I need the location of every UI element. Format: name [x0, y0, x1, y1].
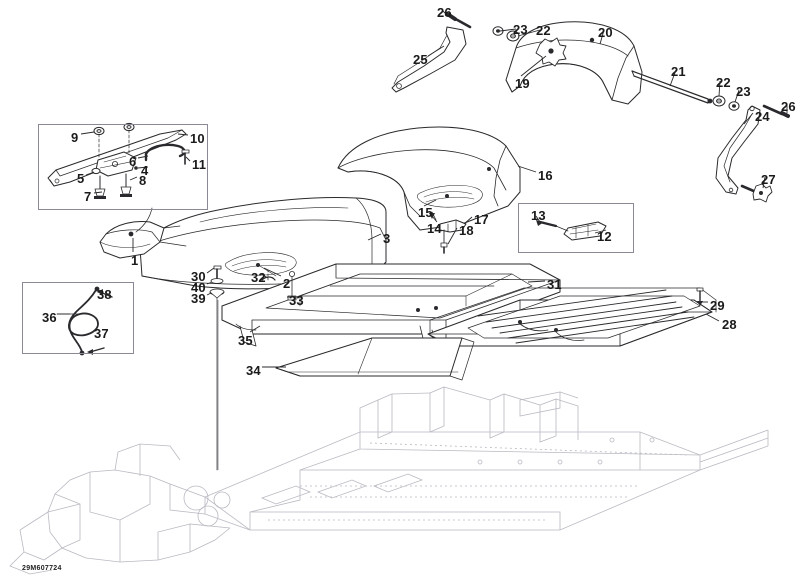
callout-label-29: 29: [710, 298, 725, 313]
callout-label-32: 32: [251, 270, 266, 285]
callout-label-7: 7: [84, 189, 92, 204]
callout-label-15: 15: [418, 205, 433, 220]
tether-detail-box: [22, 282, 134, 354]
callout-label-22b: 22: [716, 75, 731, 90]
callout-label-17: 17: [474, 212, 489, 227]
callout-label-26: 26: [437, 5, 452, 20]
upper-left-detail-box: [38, 124, 208, 210]
callout-label-23: 23: [513, 22, 528, 37]
callout-label-22: 22: [536, 23, 551, 38]
callout-label-23b: 23: [736, 84, 751, 99]
callout-label-4: 4: [141, 163, 149, 178]
callout-label-25: 25: [413, 52, 428, 67]
callout-label-18: 18: [459, 223, 474, 238]
callout-label-39: 39: [191, 291, 206, 306]
callout-label-6: 6: [129, 154, 137, 169]
callout-label-35: 35: [238, 333, 253, 348]
callout-label-9: 9: [71, 130, 79, 145]
callout-label-31: 31: [547, 277, 562, 292]
callout-label-37: 37: [94, 326, 109, 341]
callout-label-34: 34: [246, 363, 261, 378]
latch-detail-box: [518, 203, 634, 253]
callout-label-38: 38: [97, 287, 112, 302]
callout-label-26b: 26: [781, 99, 796, 114]
part-number-stamp: 29M607724: [22, 565, 62, 572]
callout-label-40: 40: [191, 280, 206, 295]
callout-label-24: 24: [755, 109, 770, 124]
callout-label-21: 21: [671, 64, 686, 79]
callout-label-27: 27: [761, 172, 776, 187]
callout-label-2: 2: [283, 276, 291, 291]
callout-label-13: 13: [531, 208, 546, 223]
callout-label-19: 19: [515, 76, 530, 91]
callout-label-3: 3: [383, 231, 391, 246]
callout-label-36: 36: [42, 310, 57, 325]
callout-label-5: 5: [77, 171, 85, 186]
callout-label-10: 10: [190, 131, 205, 146]
callout-label-30: 30: [191, 269, 206, 284]
callout-label-14: 14: [427, 221, 442, 236]
callout-label-20: 20: [598, 25, 613, 40]
callout-label-11: 11: [192, 157, 207, 172]
callout-label-8: 8: [139, 173, 147, 188]
callout-label-1: 1: [131, 253, 139, 268]
callout-label-28: 28: [722, 317, 737, 332]
callout-label-16: 16: [538, 168, 553, 183]
callout-label-33: 33: [289, 293, 304, 308]
callout-label-12: 12: [597, 229, 612, 244]
